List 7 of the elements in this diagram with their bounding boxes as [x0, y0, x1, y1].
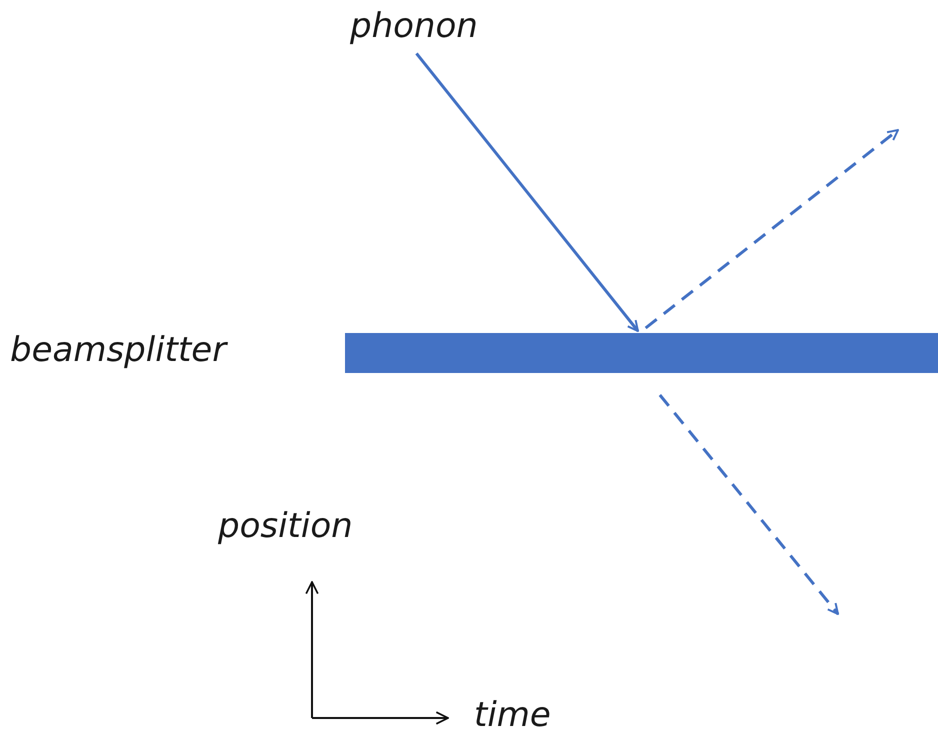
axis-label: time	[474, 697, 551, 734]
dashed-arrow	[658, 394, 840, 615]
axis-label: position	[218, 508, 353, 546]
beamsplitter-label: beamsplitter	[10, 332, 226, 370]
arrow	[415, 52, 640, 332]
dashed-arrow	[644, 128, 899, 330]
phonon-label: phonon	[350, 8, 478, 46]
